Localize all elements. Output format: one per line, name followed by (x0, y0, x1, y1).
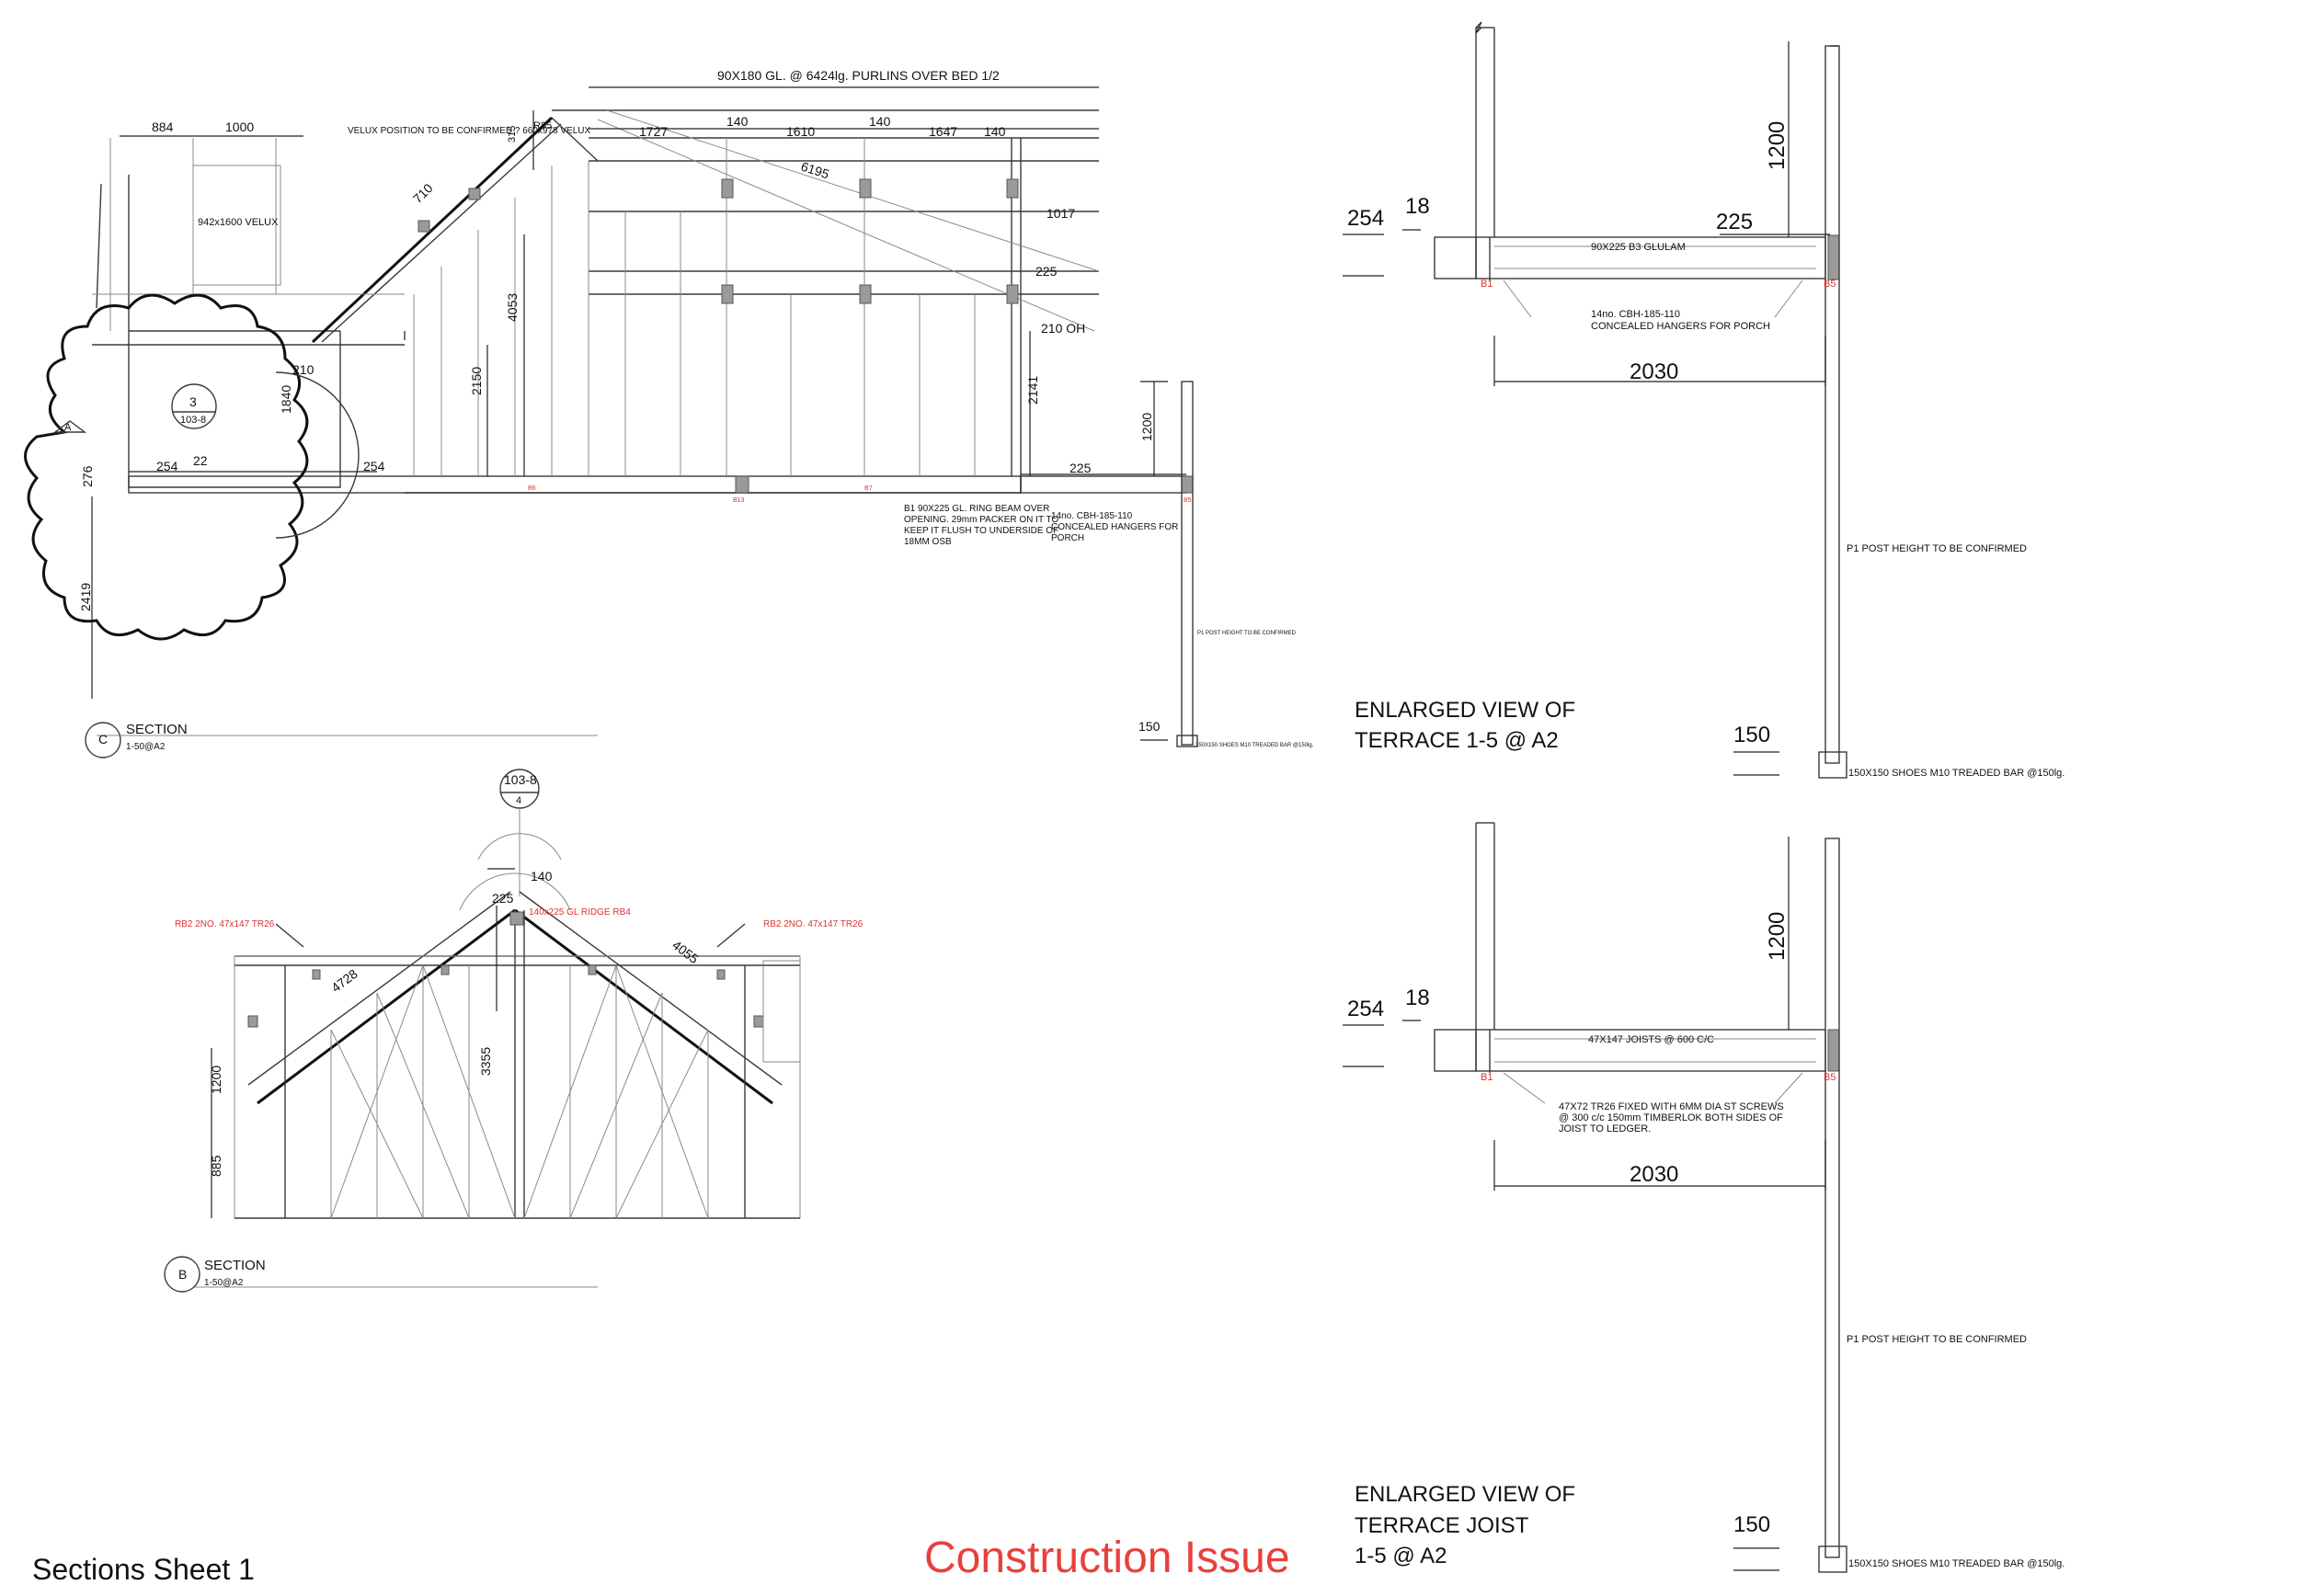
dim-150: 150 (1138, 719, 1161, 734)
dim-710: 710 (410, 180, 436, 206)
terrace-hanger-note-2: CONCEALED HANGERS FOR PORCH (1591, 321, 1770, 332)
terrace-title-1: ENLARGED VIEW OF (1355, 698, 1575, 723)
dim-4055: 4055 (669, 938, 702, 967)
construction-issue-stamp: Construction Issue (924, 1533, 1290, 1582)
dim-1200: 1200 (1139, 413, 1154, 441)
section-b-callout-top: 103-8 (504, 772, 537, 787)
dim-254b: 254 (363, 459, 385, 473)
dim-210: 210 (292, 362, 315, 377)
section-b-drawing (164, 769, 801, 1293)
dim-1610: 1610 (786, 124, 815, 139)
section-c-title: SECTION (126, 722, 188, 737)
dim-1840: 1840 (279, 385, 293, 414)
ring-beam-note-box: B1 90X225 GL. RING BEAM OVER OPENING. 29… (904, 504, 1059, 547)
joist-title-2: TERRACE JOIST (1355, 1513, 1529, 1538)
dim-2419: 2419 (78, 583, 93, 611)
shoe-note-small: 150X150 SHOES M10 TREADED BAR @150lg. (1195, 743, 1314, 748)
dim-2150: 2150 (469, 367, 484, 395)
velux-label: 942x1600 VELUX (198, 217, 279, 228)
dim-210oh: 210 OH (1041, 321, 1085, 336)
callout-3-top: 3 (189, 394, 197, 409)
joist-note: 47X147 JOISTS @ 600 C/C (1588, 1034, 1714, 1045)
dim-1200: 1200 (209, 1066, 223, 1094)
terrace-dim-254: 254 (1347, 206, 1384, 231)
ridge-note: 140x225 GL RIDGE RB4 (529, 907, 631, 918)
joist-fix-note-2: @ 300 c/c 150mm TIMBERLOK BOTH SIDES OF (1559, 1112, 1783, 1123)
beam-tag-b7: B7 (864, 485, 873, 492)
dim-225a: 225 (1035, 264, 1058, 279)
purlin-note: 90X180 GL. @ 6424lg. PURLINS OVER BED 1/… (717, 68, 1000, 83)
joist-shoe-note: 150X150 SHOES M10 TREADED BAR @150lg. (1848, 1558, 2065, 1569)
velux-note: VELUX POSITION TO BE CONFIRMED ? 660x978… (348, 126, 590, 136)
beam-tag-b6: B6 (528, 485, 536, 492)
section-c-scale: 1-50@A2 (126, 742, 166, 752)
joist-dim-2030: 2030 (1630, 1162, 1678, 1187)
dim-140c: 140 (984, 124, 1006, 139)
section-b-marker: B (178, 1267, 187, 1282)
dim-276: 276 (80, 465, 95, 487)
terrace-hanger-note-1: 14no. CBH-185-110 (1591, 309, 1680, 320)
section-b-callout-bottom: 4 (516, 795, 521, 806)
joist-title-3: 1-5 @ A2 (1355, 1544, 1447, 1568)
joist-post-note: P1 POST HEIGHT TO BE CONFIRMED (1847, 1334, 2027, 1345)
section-c-marker: C (98, 732, 108, 747)
terrace-dim-225: 225 (1716, 210, 1753, 234)
dim-884: 884 (152, 120, 174, 134)
joist-tag-b1: B1 (1481, 1072, 1493, 1083)
dim-225b: 225 (1069, 461, 1092, 475)
joist-dim-18: 18 (1405, 986, 1430, 1010)
hangers-note-box: 14no. CBH-185-110 CONCEALED HANGERS FOR … (1051, 511, 1179, 543)
section-b-title: SECTION (204, 1258, 266, 1273)
dim-1647: 1647 (929, 124, 957, 139)
ring-beam-note: B1 90X225 GL. RING BEAM OVER OPENING. 29… (904, 504, 1059, 547)
terrace-tag-b1: B1 (1481, 279, 1493, 290)
dim-3355: 3355 (478, 1047, 493, 1076)
beam-tag-b5: B5 (1184, 497, 1192, 504)
joist-title-1: ENLARGED VIEW OF (1355, 1482, 1575, 1507)
joist-tag-b5: B5 (1824, 1072, 1836, 1083)
callout-3-bottom: 103-8 (180, 415, 206, 426)
terrace-post-note: P1 POST HEIGHT TO BE CONFIRMED (1847, 543, 2027, 554)
dim-4728: 4728 (328, 966, 360, 996)
dim-140: 140 (531, 869, 553, 884)
joist-dim-254: 254 (1347, 997, 1384, 1021)
sheet-title: Sections Sheet 1 (32, 1553, 255, 1586)
dim-4053: 4053 (505, 293, 520, 322)
dim-22: 22 (193, 453, 208, 468)
joist-dim-1200: 1200 (1765, 912, 1790, 961)
terrace-beam-note: 90X225 B3 GLULAM (1591, 242, 1686, 253)
terrace-dim-150: 150 (1733, 723, 1770, 747)
beam-tag-b13: B13 (733, 497, 745, 504)
dim-2141: 2141 (1025, 376, 1040, 405)
joist-fix-note-1: 47X72 TR26 FIXED WITH 6MM DIA ST SCREWS (1559, 1101, 1784, 1112)
terrace-drawing (1343, 21, 1847, 779)
terrace-tag-b5: B5 (1824, 279, 1836, 290)
dim-885: 885 (209, 1155, 223, 1177)
section-c-drawing (24, 86, 1198, 758)
terrace-shoe-note: 150X150 SHOES M10 TREADED BAR @150lg. (1848, 768, 2065, 779)
grid-marker-a: A (64, 422, 72, 433)
rafter-note-left: RB2 2NO. 47x147 TR26 (175, 919, 275, 929)
dim-225: 225 (492, 891, 514, 906)
section-b-scale: 1-50@A2 (204, 1278, 244, 1288)
dim-1000: 1000 (225, 120, 254, 134)
dim-140b: 140 (869, 114, 891, 129)
joist-dim-150: 150 (1733, 1512, 1770, 1537)
dim-1727: 1727 (639, 124, 668, 139)
rafter-note-right: RB2 2NO. 47x147 TR26 (763, 919, 864, 929)
dim-1017: 1017 (1047, 206, 1075, 221)
dim-r85: R85 (533, 120, 552, 131)
dim-315: 315 (507, 126, 518, 142)
terrace-title-2: TERRACE 1-5 @ A2 (1355, 728, 1559, 753)
terrace-joist-drawing (1343, 822, 1847, 1573)
joist-fix-note-3: JOIST TO LEDGER. (1559, 1123, 1651, 1134)
dim-254a: 254 (156, 459, 178, 473)
terrace-dim-18: 18 (1405, 194, 1430, 219)
post-note-small: P1 POST HEIGHT TO BE CONFIRMED (1197, 631, 1297, 636)
hangers-note: 14no. CBH-185-110 CONCEALED HANGERS FOR … (1051, 511, 1179, 543)
terrace-dim-1200: 1200 (1765, 121, 1790, 170)
dim-140a: 140 (726, 114, 749, 129)
terrace-dim-2030: 2030 (1630, 359, 1678, 384)
